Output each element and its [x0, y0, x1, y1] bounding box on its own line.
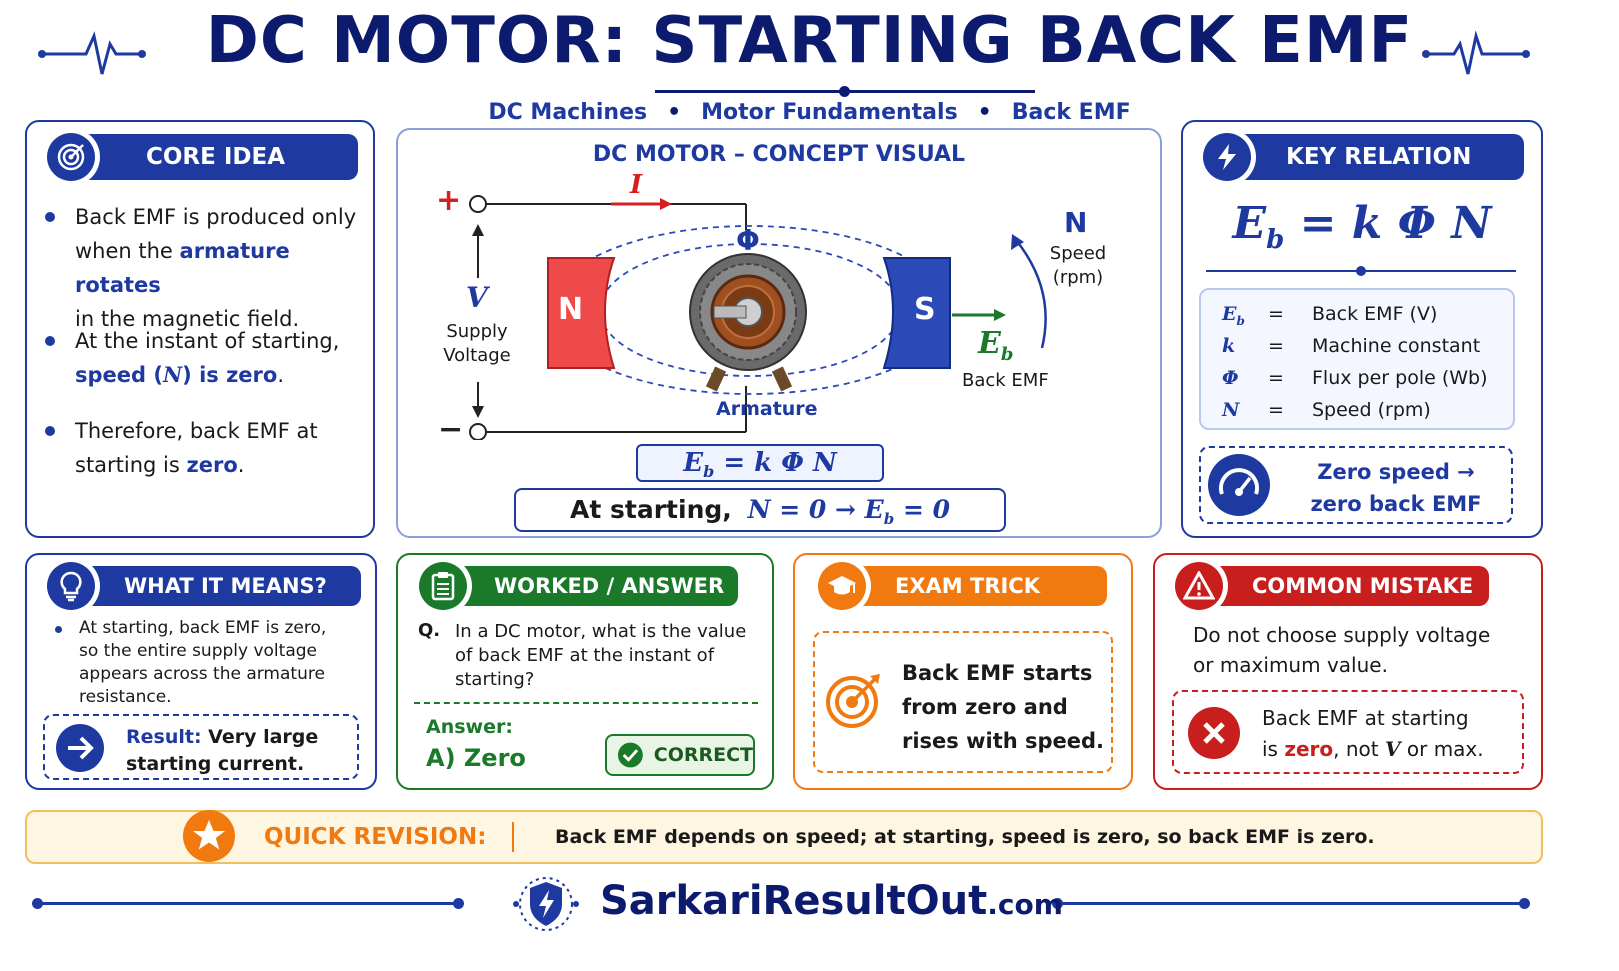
speedometer-icon: [1208, 454, 1270, 516]
answer-label: Answer:: [426, 716, 513, 738]
key-relation-title: KEY RELATION: [1286, 144, 1472, 170]
lightning-icon: [1198, 128, 1256, 186]
starting-condition-box: At starting, N = 0 → Eb = 0: [514, 488, 1006, 532]
brand-name: SarkariResultOut.com: [600, 878, 1063, 924]
shield-lightning-icon: [513, 877, 579, 931]
subtitle-item: DC Machines: [488, 100, 648, 125]
core-idea-bullet: At the instant of starting, speed (N) is…: [45, 324, 365, 392]
concept-formula-box: Eb = k Φ N: [636, 444, 884, 482]
concept-visual-title: DC MOTOR – CONCEPT VISUAL: [592, 142, 966, 167]
check-circle-icon: [617, 742, 643, 768]
worked-answer-header: WORKED / ANSWER: [446, 566, 738, 606]
exam-trick-header: EXAM TRICK: [845, 566, 1107, 606]
arrow-right-icon: [56, 724, 104, 772]
north-pole-label: N: [558, 292, 584, 327]
clipboard-icon: [414, 557, 472, 615]
lightbulb-icon: [42, 557, 100, 615]
key-formula: Eb = k Φ N: [1232, 198, 1492, 255]
plus-terminal-label: +: [436, 183, 462, 218]
heartbeat-line-icon: [38, 31, 146, 75]
back-emf-symbol: Eb: [978, 326, 1014, 365]
key-relation-header: KEY RELATION: [1226, 134, 1524, 180]
symbol-definition-row: k=Machine constant: [1222, 335, 1481, 357]
x-circle-icon: [1188, 707, 1240, 759]
common-mistake-title: COMMON MISTAKE: [1252, 574, 1474, 598]
symbol-definition-row: Φ=Flux per pole (Wb): [1222, 367, 1488, 389]
quick-revision-label: QUICK REVISION:: [264, 824, 487, 850]
flux-label: Φ: [736, 224, 760, 257]
speed-label: Speed(rpm): [1049, 243, 1107, 288]
core-idea-bullet: Back EMF is produced only when the armat…: [45, 200, 365, 336]
what-it-means-text: At starting, back EMF is zero,so the ent…: [55, 617, 369, 709]
symbol-definition-row: N=Speed (rpm): [1222, 399, 1431, 421]
common-mistake-header: COMMON MISTAKE: [1204, 566, 1489, 606]
result-text: Result: Very large starting current.: [126, 726, 319, 775]
what-it-means-header: WHAT IT MEANS?: [76, 566, 361, 606]
target-arrow-icon: [826, 674, 880, 728]
star-icon: [183, 810, 235, 862]
page-title: DC MOTOR: STARTING BACK EMF: [205, 4, 1414, 78]
south-pole-label: S: [914, 292, 936, 327]
minus-terminal-label: −: [438, 412, 464, 447]
worked-answer-title: WORKED / ANSWER: [494, 574, 725, 598]
armature-rotor: [689, 253, 807, 371]
graduation-cap-icon: [813, 557, 871, 615]
voltage-symbol: V: [466, 281, 488, 314]
zero-speed-note-text: Zero speed →zero back EMF: [1310, 460, 1482, 516]
symbol-definitions-box: [1199, 288, 1515, 430]
core-idea-title: CORE IDEA: [146, 144, 286, 170]
title-underline: [655, 86, 1035, 97]
footer-line-left: [32, 898, 464, 909]
formula-divider: [1206, 266, 1516, 276]
subtitle-breadcrumb: DC Machines•Motor Fundamentals•Back EMF: [488, 100, 1131, 125]
answer-value: A) Zero: [426, 744, 526, 772]
question-label: Q.: [418, 620, 441, 641]
zero-speed-note: [1199, 446, 1513, 524]
quick-revision-bar: [25, 810, 1543, 864]
symbol-definition-row: Eb=Back EMF (V): [1222, 303, 1438, 328]
armature-label: Armature: [716, 398, 818, 420]
warning-icon: [1170, 557, 1228, 615]
dc-motor-diagram: [469, 195, 1047, 440]
target-icon: [42, 128, 100, 186]
result-box: [43, 714, 359, 780]
mistake-box-text: Back EMF at starting is zero, not V or m…: [1262, 706, 1484, 761]
current-label: I: [630, 170, 643, 200]
mistake-box: [1172, 690, 1524, 774]
south-pole: [882, 257, 951, 369]
quick-revision-text: Back EMF depends on speed; at starting, …: [555, 826, 1375, 848]
exam-trick-title: EXAM TRICK: [895, 574, 1040, 598]
back-emf-label: Back EMF: [962, 370, 1049, 391]
speed-symbol: N: [1064, 206, 1088, 239]
heartbeat-line-icon: [1422, 30, 1530, 75]
what-it-means-title: WHAT IT MEANS?: [124, 574, 327, 598]
footer-line-right: [1052, 898, 1530, 909]
correct-badge: CORRECT: [605, 734, 755, 776]
north-pole: [547, 257, 616, 369]
quick-revision-separator: [512, 822, 514, 852]
core-idea-header: CORE IDEA: [72, 134, 358, 180]
core-idea-bullet: Therefore, back EMF at starting is zero.: [45, 414, 365, 482]
answer-divider: [414, 702, 758, 704]
core-idea-panel: [25, 120, 375, 538]
exam-trick-box: [813, 631, 1113, 773]
subtitle-item: Motor Fundamentals: [701, 100, 958, 125]
subtitle-item: Back EMF: [1011, 100, 1131, 125]
